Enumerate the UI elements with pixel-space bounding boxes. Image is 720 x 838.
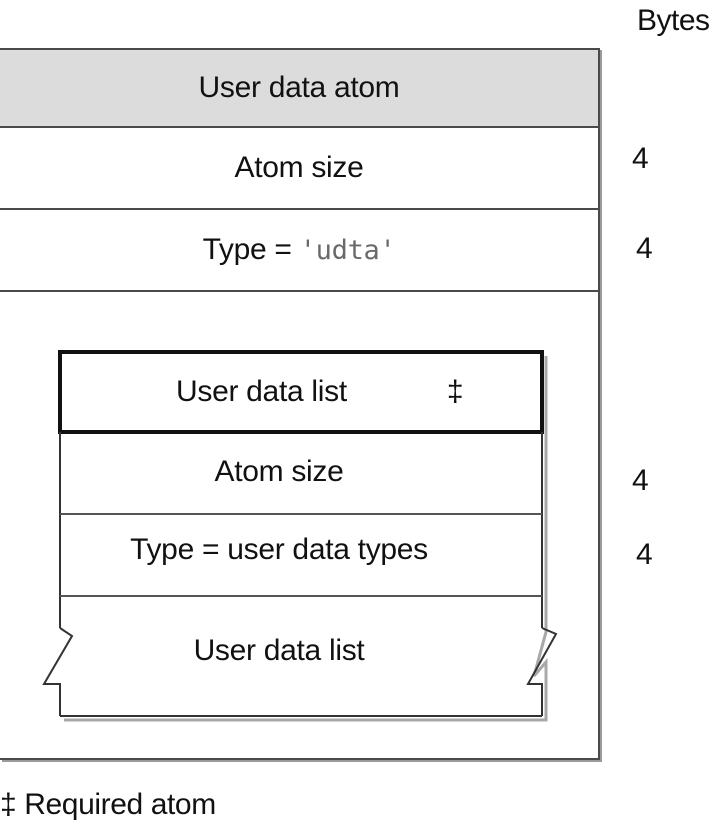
outer-atom-type-row: Type = 'udta'	[0, 210, 598, 290]
inner-atom-size-row: Atom size	[62, 432, 496, 512]
required-atom-symbol: ‡	[0, 788, 17, 821]
footnote: ‡ Required atom	[0, 788, 216, 822]
user-data-list-label: User data list	[193, 634, 365, 667]
inner-atom-title-text: User data list	[176, 375, 347, 408]
inner-atom-type-row: Type = user data types	[62, 514, 496, 586]
outer-atom-type-code: 'udta'	[299, 234, 396, 266]
inner-atom-type-bytes: 4	[636, 538, 653, 571]
outer-atom-size-bytes: 4	[632, 142, 649, 175]
footnote-text: Required atom	[24, 788, 216, 821]
bytes-header: Bytes	[637, 4, 710, 37]
outer-atom-box	[0, 48, 600, 760]
inner-atom-size-label: Atom size	[214, 455, 344, 488]
required-atom-mark: ‡	[446, 375, 464, 408]
outer-atom-type-bytes: 4	[636, 232, 653, 265]
outer-atom-title-text: User data atom	[198, 71, 400, 104]
user-data-list-row: User data list	[62, 616, 496, 686]
divider	[0, 126, 600, 128]
inner-atom-type-label: Type = user data types	[130, 533, 428, 566]
divider	[0, 208, 600, 210]
divider	[0, 290, 600, 292]
inner-atom-size-bytes: 4	[632, 464, 649, 497]
outer-atom-title: User data atom	[0, 50, 598, 126]
outer-atom-type-prefix: Type =	[202, 233, 300, 266]
inner-atom-title: User data list ‡	[62, 354, 540, 430]
outer-atom-size-label: Atom size	[234, 151, 364, 184]
outer-atom-size-row: Atom size	[0, 128, 598, 208]
